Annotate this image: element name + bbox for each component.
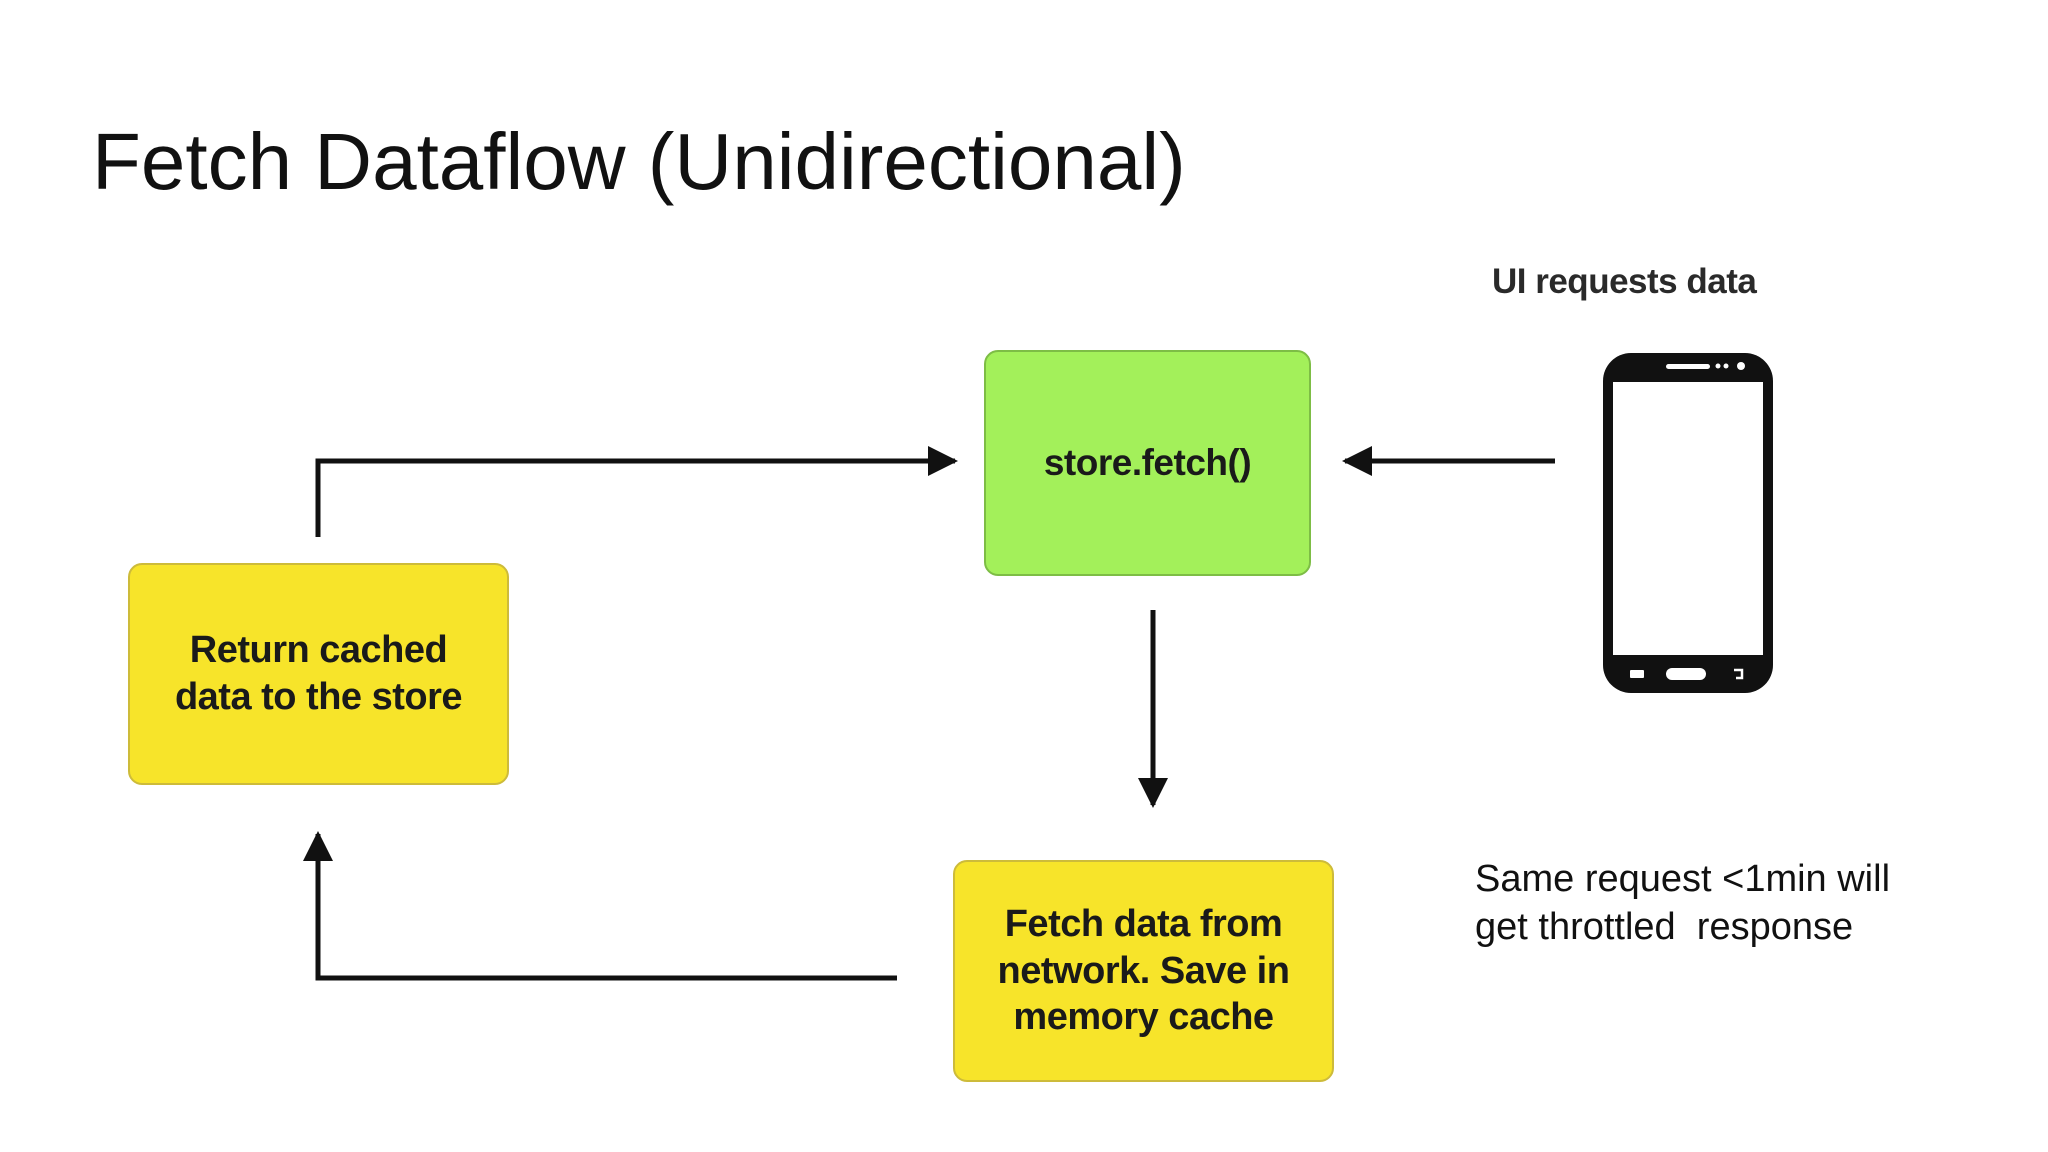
throttle-note: Same request <1min will get throttled re… [1475, 858, 1891, 949]
return-cached-node: Return cached data to the store [128, 563, 509, 785]
ui-requests-caption: UI requests data [1492, 262, 1757, 301]
return-cached-label: Return cached data to the store [174, 629, 463, 718]
arrow-cache-to-store [315, 446, 958, 537]
fetch-network-label: Fetch data from network. Save in memory … [997, 902, 1290, 1039]
arrow-network-to-cache [303, 831, 897, 981]
fetch-network-node: Fetch data from network. Save in memory … [953, 860, 1334, 1082]
slide-title: Fetch Dataflow (Unidirectional) [92, 117, 1186, 206]
store-fetch-node: store.fetch() [984, 350, 1311, 576]
smartphone-icon [1603, 353, 1773, 693]
store-fetch-label: store.fetch() [1043, 442, 1252, 483]
